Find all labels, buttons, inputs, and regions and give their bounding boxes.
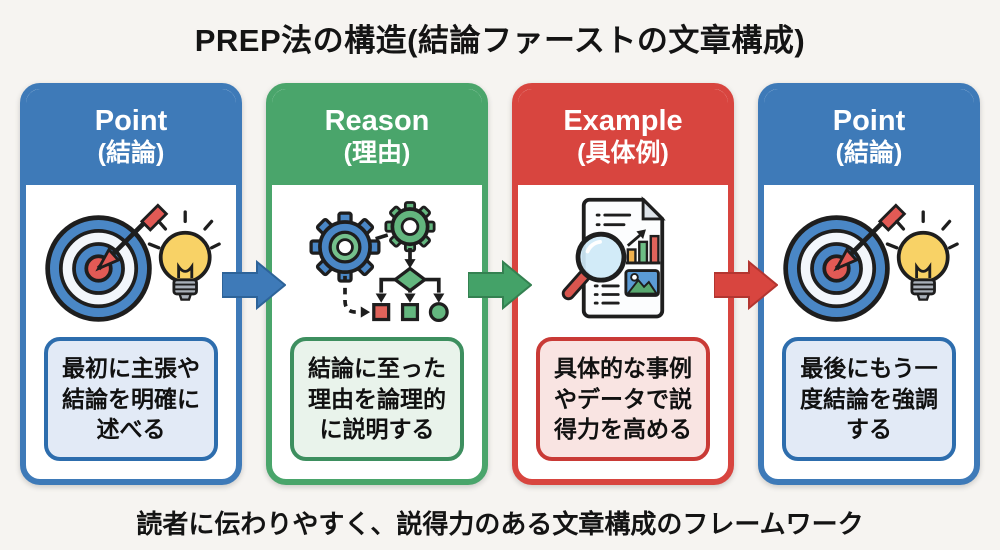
document-magnifier-icon (561, 196, 666, 319)
prep-card-point-first: Point (結論) (20, 83, 242, 485)
card-title-jp: (結論) (97, 138, 165, 167)
card-icon-area (272, 185, 482, 337)
card-title-jp: (具体例) (577, 138, 669, 167)
cards-row: Point (結論) (0, 83, 1000, 485)
prep-card-example: Example (具体例) (512, 83, 734, 485)
card-icon-area (26, 185, 236, 337)
flow-arrow-right-icon (468, 259, 532, 311)
flow-arrow-right-icon (222, 259, 286, 311)
card-description: 結論に至った理由を論理的に説明する (290, 337, 464, 461)
card-title-en: Example (563, 105, 683, 138)
card-description: 具体的な事例やデータで説得力を高める (536, 337, 710, 461)
flow-arrow-right-icon (714, 259, 778, 311)
card-title-en: Reason (324, 105, 430, 138)
card-title-en: Point (94, 105, 168, 138)
card-icon-area (518, 185, 728, 337)
target-bulb-icon (44, 203, 221, 322)
card-description-text: 結論に至った理由を論理的に説明する (308, 355, 446, 443)
card-header: Point (結論) (26, 89, 236, 185)
card-icon-area (764, 185, 974, 337)
card-header: Point (結論) (764, 89, 974, 185)
card-description-text: 最初に主張や結論を明確に述べる (62, 355, 200, 443)
card-description-text: 具体的な事例やデータで説得力を高める (554, 355, 692, 443)
page-title: PREP法の構造(結論ファーストの文章構成) (194, 23, 806, 58)
card-description: 最初に主張や結論を明確に述べる (44, 337, 218, 461)
card-header: Reason (理由) (272, 89, 482, 185)
gears-flowchart-icon (308, 201, 449, 323)
target-bulb-icon (782, 203, 959, 322)
card-description-text: 最後にもう一度結論を強調する (800, 355, 938, 443)
prep-card-point-last: Point (結論) (758, 83, 980, 485)
card-title-jp: (理由) (343, 138, 411, 167)
prep-card-reason: Reason (理由) (266, 83, 488, 485)
footer-caption: 読者に伝わりやすく、説得力のある文章構成のフレームワーク (136, 509, 864, 539)
card-description: 最後にもう一度結論を強調する (782, 337, 956, 461)
card-title-en: Point (832, 105, 906, 138)
card-header: Example (具体例) (518, 89, 728, 185)
card-title-jp: (結論) (835, 138, 903, 167)
